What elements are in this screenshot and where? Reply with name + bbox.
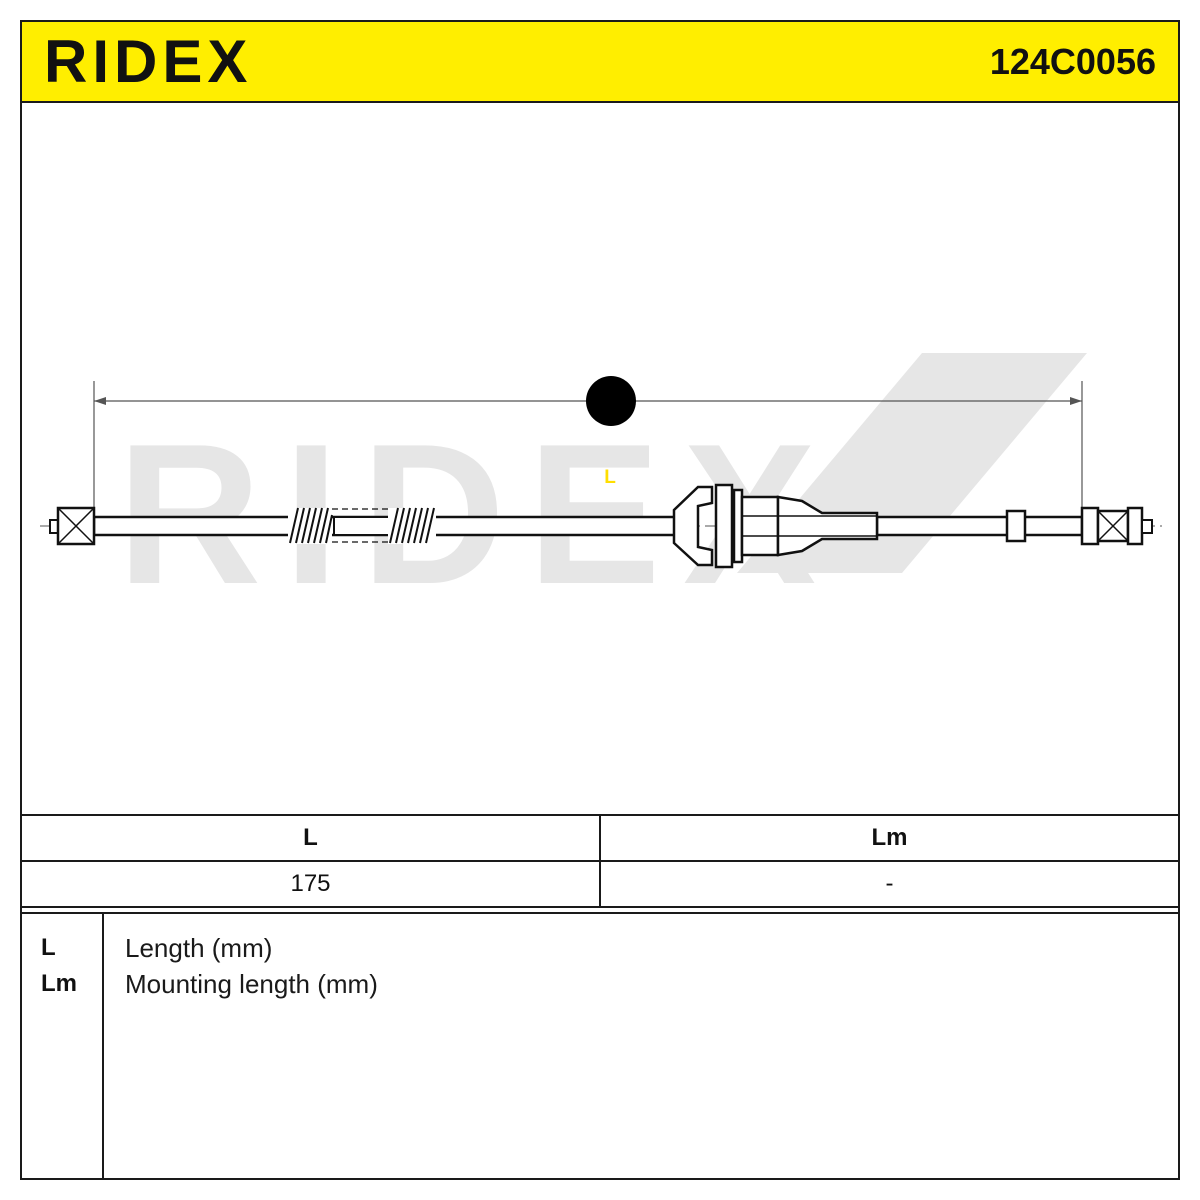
brand-logo: RIDEX [44,28,253,95]
dimension-arrow-left [94,397,106,405]
cable-sheath-right [875,515,1084,537]
value-cell-l: 175 [22,860,601,908]
cable-drawing-svg: RIDEX [40,353,1162,626]
part-number: 124C0056 [989,41,1156,82]
watermark-text: RIDEX [117,403,838,626]
legend-desc-mounting-length: Mounting length (mm) [125,969,378,999]
table-row: 175 - [22,860,1178,908]
dimensions-table: L Lm 175 - [22,814,1178,908]
spring-left [288,507,333,544]
header-cell-lm: Lm [599,814,1178,862]
dimension-badge [586,376,636,426]
cable-drawing: RIDEX [22,103,1178,814]
right-end-fitting [1080,506,1153,546]
header-background [22,22,1178,101]
legend: L Lm Length (mm) Mounting length (mm) [22,912,1178,1180]
legend-key-l: L [41,934,56,961]
mounting-clip [672,483,879,569]
table-header-row: L Lm [22,814,1178,862]
value-cell-lm: - [599,860,1178,908]
technical-sheet: RIDEX 124C0056 RIDEX [20,20,1180,1180]
legend-key-lm: Lm [41,970,77,997]
dimension-label: L [604,467,616,488]
dimension-arrow-right [1070,397,1082,405]
spring-right [388,507,436,544]
legend-keys-column: L Lm [22,914,104,1180]
header-bar: RIDEX 124C0056 [22,22,1178,103]
legend-desc-length: Length (mm) [125,933,273,963]
header-cell-l: L [22,814,601,862]
cable-ferrule [1005,509,1027,543]
